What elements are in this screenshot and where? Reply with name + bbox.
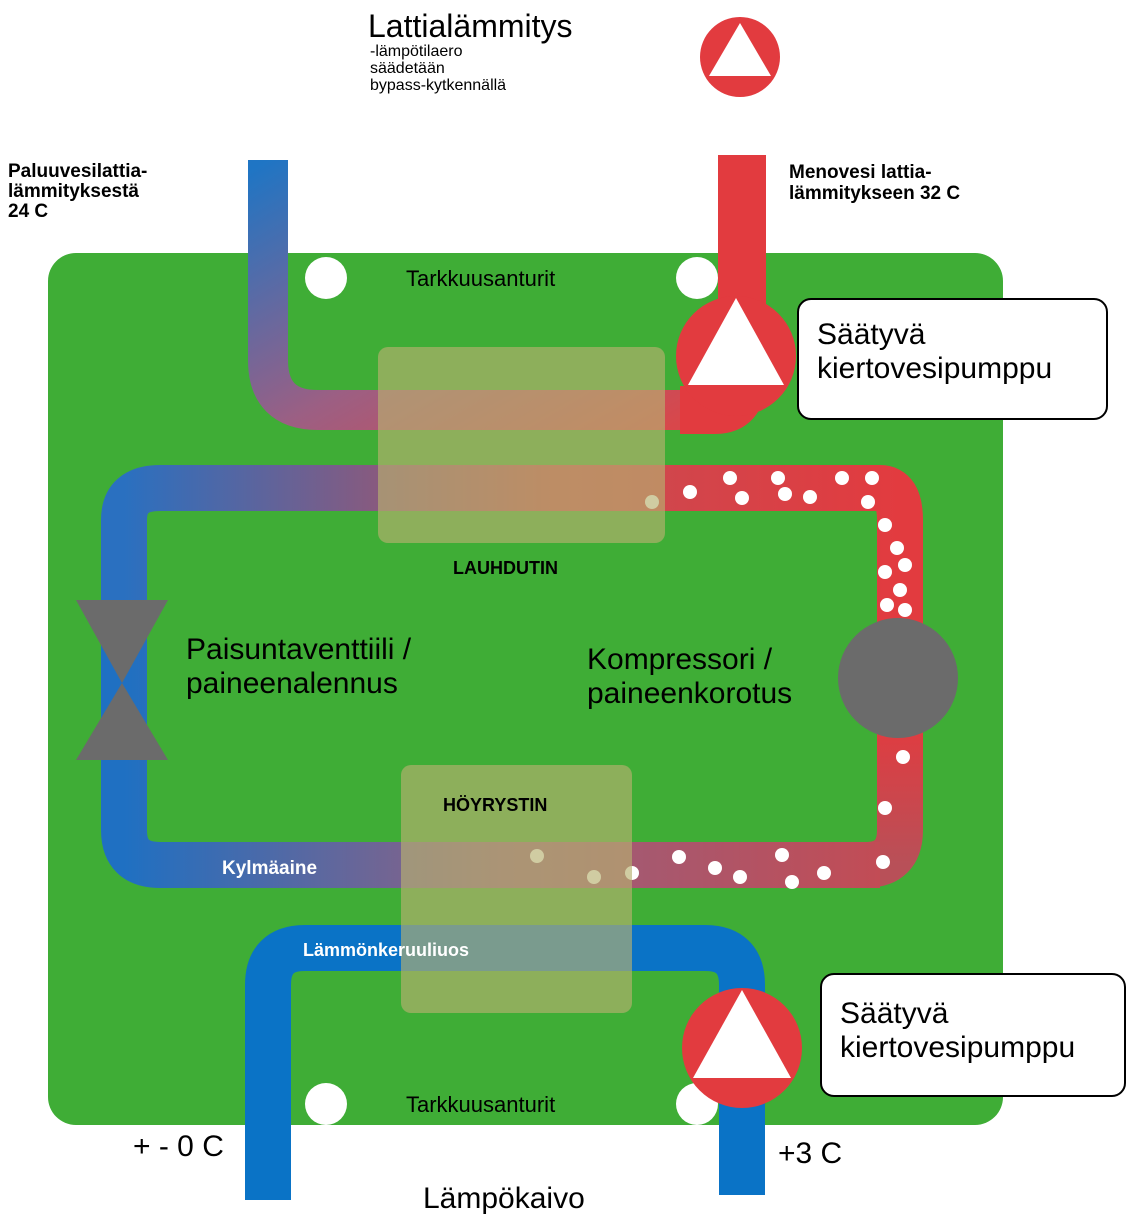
return-water-line: Paluuvesilattia- (8, 161, 148, 182)
evaporator-exchanger (401, 765, 632, 1013)
compressor-line: paineenkorotus (587, 677, 793, 710)
compressor-line: Kompressori / (587, 643, 773, 676)
pump-label-line: Säätyvä (840, 997, 949, 1030)
pump-triangle-icon (676, 296, 796, 416)
compressor-icon (838, 618, 958, 738)
page-title: Lattialämmitys (368, 8, 573, 44)
return-water-line: 24 C (8, 201, 49, 222)
refrigerant-loop-bottom (101, 600, 880, 888)
compressor-label: Kompressori / paineenkorotus (587, 643, 792, 711)
return-water-pipe (248, 160, 700, 430)
refrigerant-label: Kylmäaine (222, 858, 318, 879)
supply-water-line: Menovesi lattia- (789, 162, 932, 183)
pump-triangle-icon (682, 988, 802, 1108)
pump-label-bottom: Säätyvä kiertovesipumppu (820, 973, 1126, 1097)
sensors-label-top: Tarkkuusanturit (406, 266, 556, 291)
condenser-exchanger (378, 347, 665, 543)
subtitle-line: -lämpötilaero (370, 43, 463, 60)
expansion-valve-line: paineenalennus (186, 667, 398, 700)
pump-label-top: Säätyvä kiertovesipumppu (797, 298, 1108, 420)
expansion-valve-label: Paisuntaventtiili / paineenalennus (186, 633, 411, 701)
supply-water-line: lämmitykseen 32 C (789, 183, 961, 204)
pump-label-line: kiertovesipumppu (840, 1031, 1076, 1064)
pump-triangle-icon (700, 17, 780, 97)
sensor-dot-icon (676, 257, 718, 299)
well-label: Lämpökaivo (423, 1182, 585, 1215)
subtitle-line: säädetään (370, 60, 445, 77)
subtitle: -lämpötilaero säädetään bypass-kytkennäl… (370, 43, 506, 94)
evaporator-label: HÖYRYSTIN (443, 795, 548, 815)
expansion-valve-line: Paisuntaventtiili / (186, 633, 412, 666)
subtitle-line: bypass-kytkennällä (370, 77, 507, 94)
expansion-valve-icon (76, 600, 168, 760)
return-water-label: Paluuvesilattia- lämmityksestä 24 C (8, 162, 147, 222)
pump-label-line: kiertovesipumppu (817, 352, 1053, 385)
brine-label: Lämmönkeruuliuos (303, 940, 470, 960)
temp-outlet: +3 C (778, 1137, 843, 1170)
sensor-dot-icon (305, 257, 347, 299)
supply-water-label: Menovesi lattia- lämmitykseen 32 C (789, 162, 960, 204)
sensors-label-bottom: Tarkkuusanturit (406, 1092, 556, 1117)
condenser-label: LAUHDUTIN (453, 558, 558, 578)
return-water-line: lämmityksestä (8, 181, 139, 202)
sensor-dot-icon (305, 1083, 347, 1125)
pump-label-line: Säätyvä (817, 318, 926, 351)
temp-inlet: + - 0 C (133, 1130, 224, 1163)
